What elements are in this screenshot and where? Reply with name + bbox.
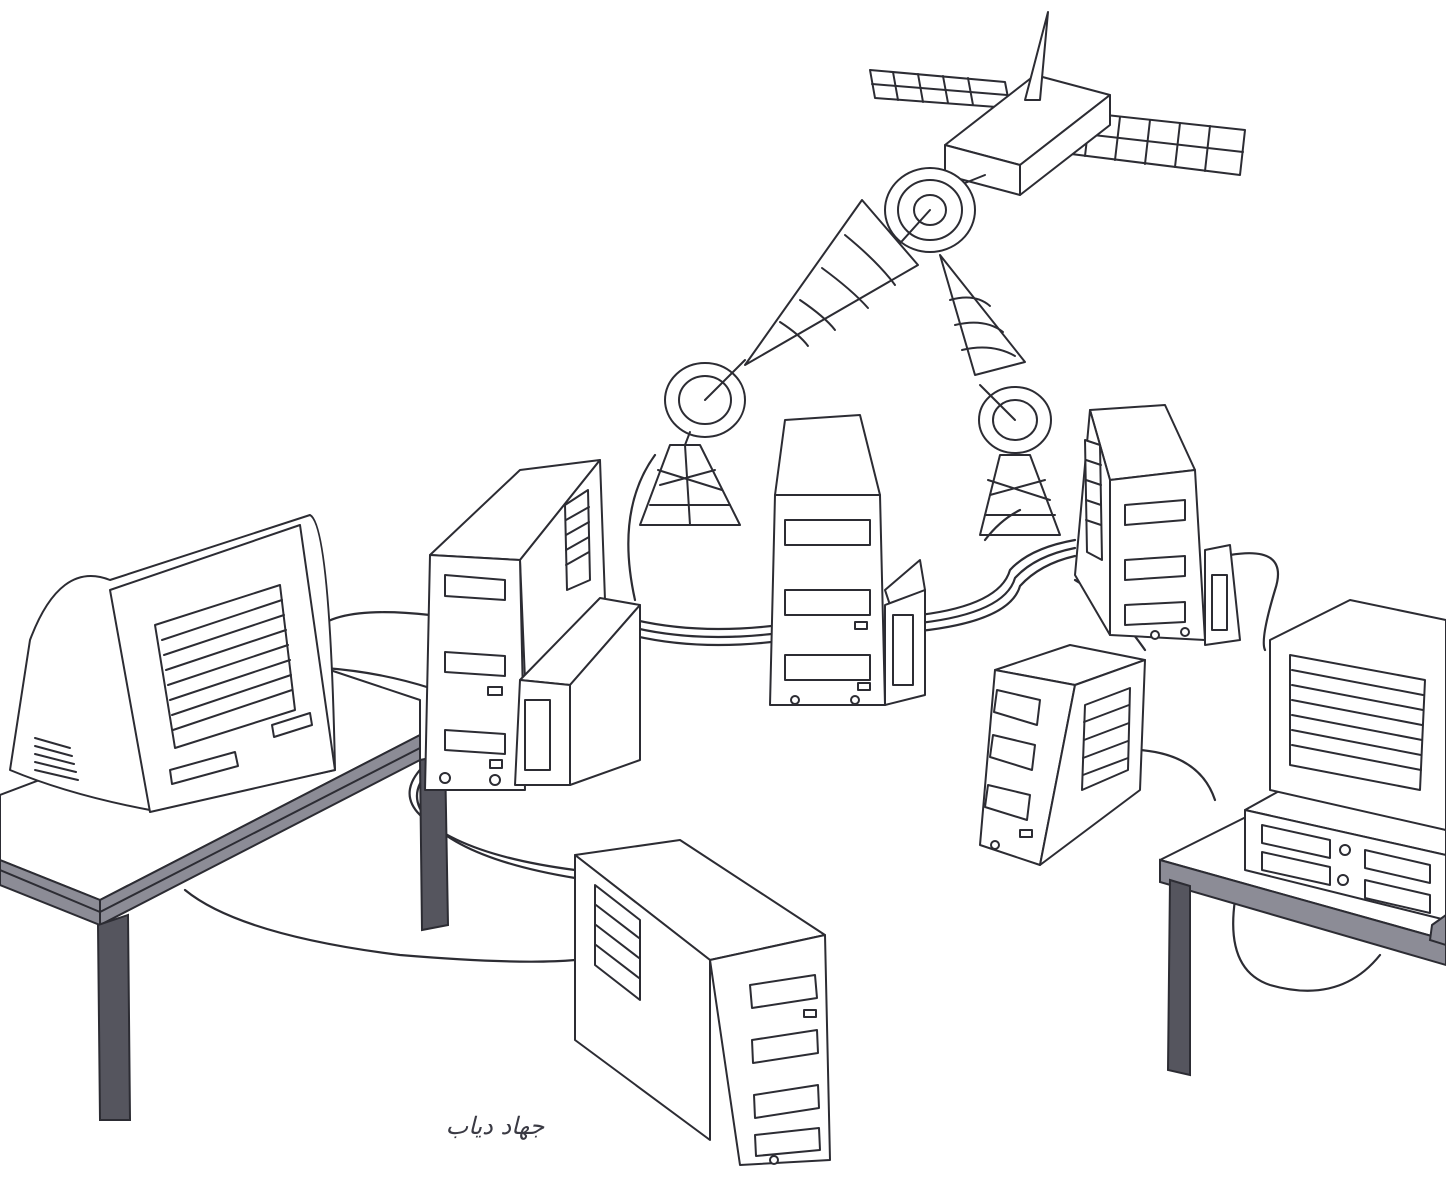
status-light [488, 687, 502, 695]
side-vent [1085, 440, 1102, 560]
power-button-icon [770, 1156, 778, 1164]
dish-antenna-left [665, 360, 745, 445]
artist-signature: جهاد دياب [400, 1112, 590, 1140]
power-button-icon [440, 773, 450, 783]
status-light [1020, 830, 1032, 837]
transmission-tower-right [980, 455, 1060, 535]
status-light [804, 1010, 816, 1017]
computer-tower-5 [575, 840, 830, 1165]
reset-button-icon [851, 696, 859, 704]
computer-box-2 [885, 560, 925, 705]
computer-tower-3 [1075, 405, 1205, 640]
front-panel [525, 700, 550, 770]
side-vent [565, 490, 590, 590]
transmission-tower-left [640, 445, 740, 525]
drive-bay [785, 590, 870, 615]
drive-bay [785, 655, 870, 680]
drive-bay [445, 730, 505, 754]
front-panel [1212, 575, 1227, 630]
front-panel [893, 615, 913, 685]
monitor-right [1270, 600, 1446, 830]
drive-bay [785, 520, 870, 545]
power-button-icon [1151, 631, 1159, 639]
power-button-icon [1340, 845, 1350, 855]
satellite-icon [870, 12, 1245, 260]
status-light [490, 760, 502, 768]
computer-tower-4 [980, 645, 1145, 865]
drive-bay [445, 652, 505, 676]
status-light [858, 683, 870, 690]
drive-bay [1125, 556, 1185, 580]
dish-antenna-right [979, 385, 1051, 453]
status-light [855, 622, 867, 629]
power-button-icon [791, 696, 799, 704]
drive-bay [1125, 500, 1185, 525]
computer-box-3 [1205, 545, 1240, 645]
reset-button-icon [490, 775, 500, 785]
signal-beam-right [940, 255, 1025, 375]
drive-bay [445, 575, 505, 600]
computer-tower-2 [770, 415, 885, 705]
monitor-left [10, 515, 335, 812]
power-button-icon [991, 841, 999, 849]
reset-button-icon [1338, 875, 1348, 885]
solar-panel-left [870, 70, 1010, 108]
reset-button-icon [1181, 628, 1189, 636]
drive-bay [1125, 602, 1185, 625]
